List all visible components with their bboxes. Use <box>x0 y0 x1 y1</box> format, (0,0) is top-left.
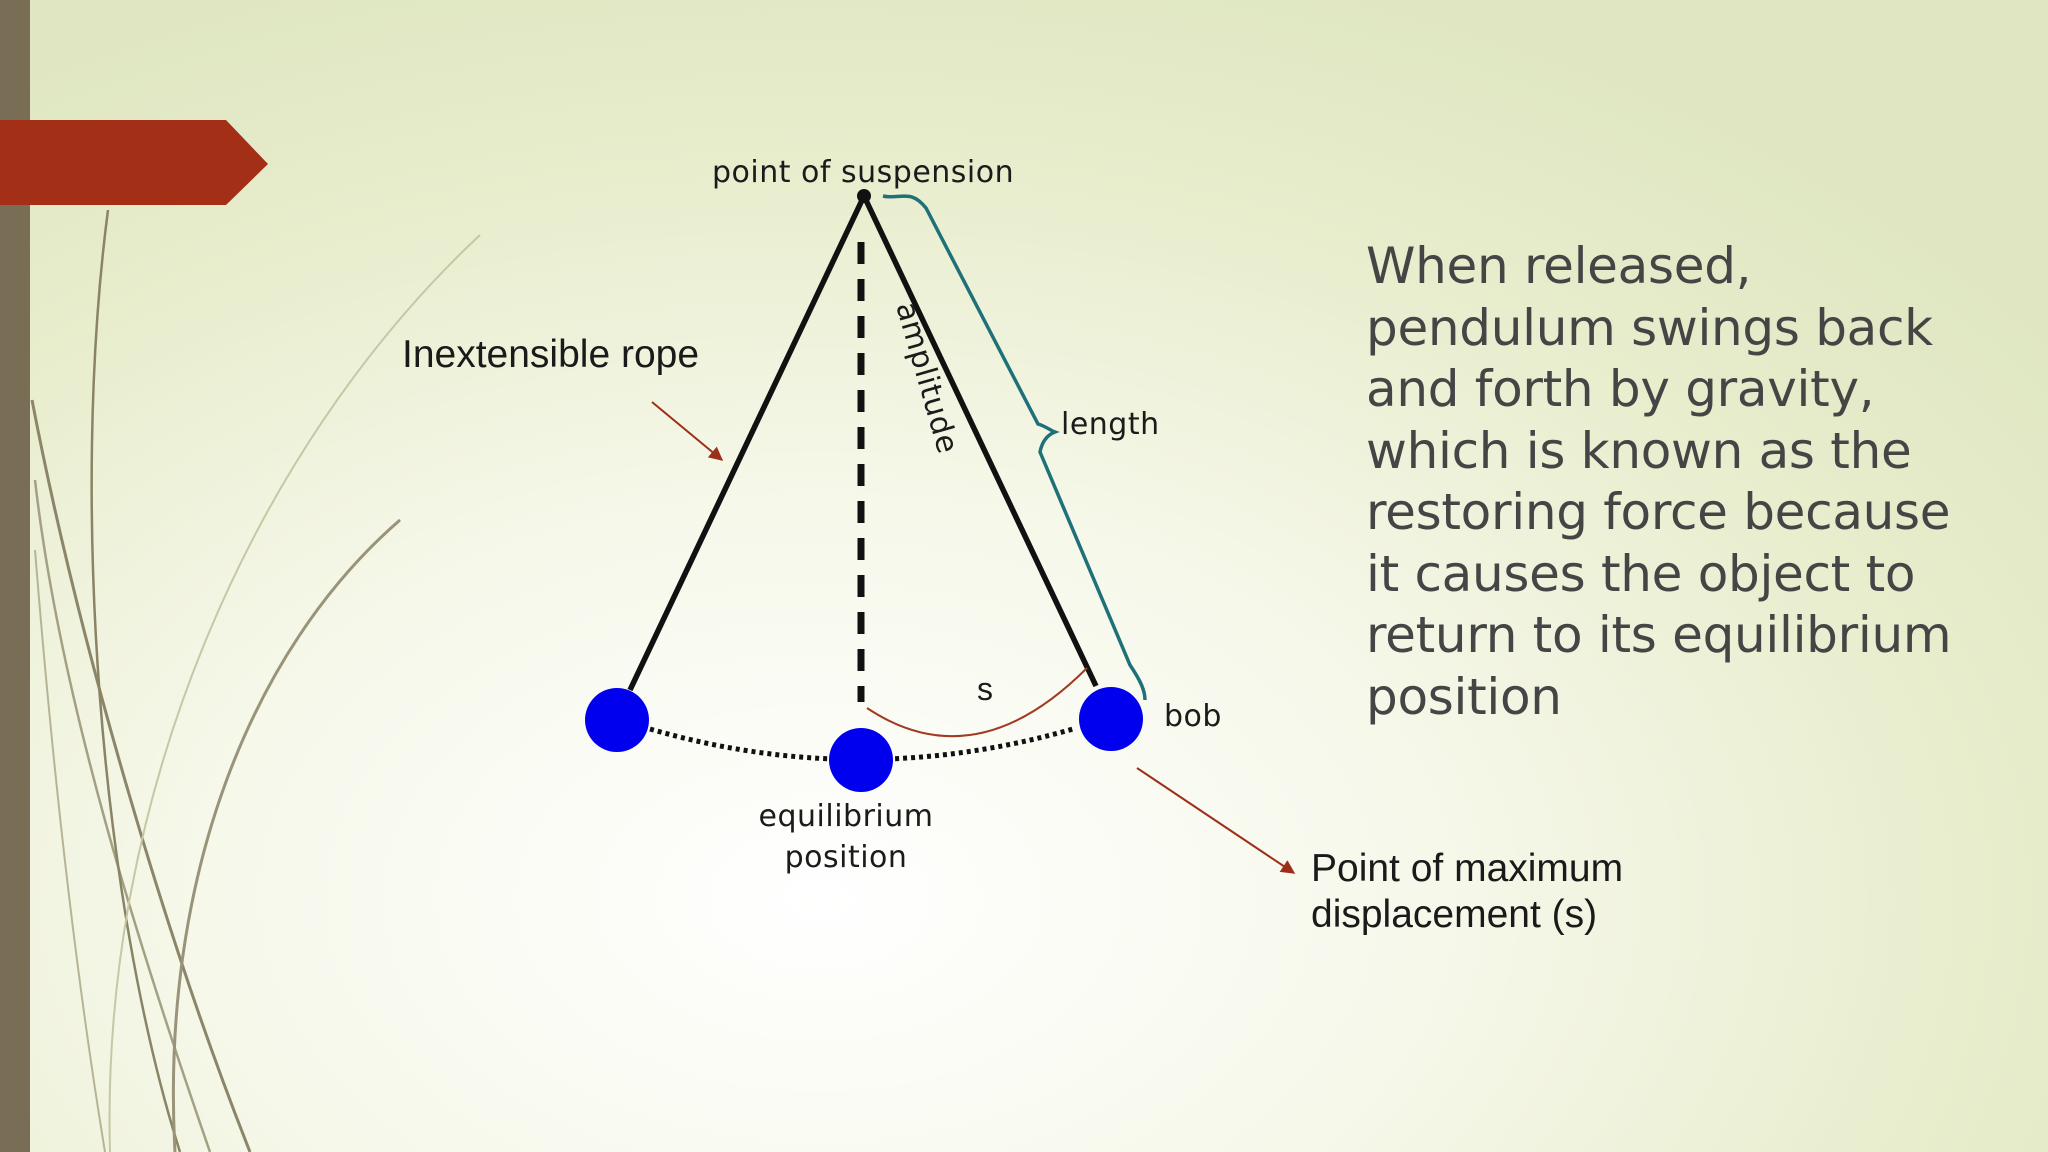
body-line: When released, <box>1366 237 1752 295</box>
label-point-of-suspension: point of suspension <box>712 155 1015 190</box>
pendulum-rope-right <box>861 194 1099 688</box>
length-brace <box>882 194 1147 701</box>
callout-max-displacement-line2: displacement (s) <box>1311 893 1598 936</box>
body-line: position <box>1366 667 1562 726</box>
body-line: return to its equilibrium <box>1366 606 1952 664</box>
label-equilibrium-position: equilibrium position <box>746 796 946 878</box>
label-length: length <box>1061 407 1160 442</box>
callout-inextensible-rope: Inextensible rope <box>402 333 700 376</box>
callout-max-displacement: Point of maximum displacement (s) <box>1311 846 1623 938</box>
label-bob: bob <box>1164 699 1222 734</box>
suspension-point <box>857 189 871 203</box>
body-line: which is known as the <box>1366 421 1912 480</box>
swing-path-dotted <box>649 726 1074 762</box>
pendulum-rope-left <box>627 194 867 692</box>
body-line: it causes the object to <box>1366 544 1916 603</box>
body-paragraph: When released, pendulum swings back and … <box>1366 236 2006 728</box>
label-arc-s: s <box>977 671 994 707</box>
callout-max-displacement-line1: Point of maximum <box>1311 847 1624 890</box>
bob-right <box>1079 687 1143 751</box>
body-line: restoring force because <box>1366 483 1951 541</box>
pendulum-diagram <box>585 189 1147 792</box>
body-line: and forth by gravity, <box>1366 360 1875 418</box>
bob-center <box>829 728 893 792</box>
body-line: pendulum swings back <box>1366 298 1933 357</box>
label-equilibrium-line2: position <box>784 840 908 875</box>
title-accent-tab <box>0 120 268 205</box>
displacement-arc <box>866 667 1088 738</box>
displacement-callout-arrow <box>1136 767 1296 874</box>
decorative-swooshes <box>30 209 481 1152</box>
bob-left <box>585 688 649 752</box>
label-equilibrium-line1: equilibrium <box>758 799 934 834</box>
rope-callout-arrow <box>651 401 724 461</box>
